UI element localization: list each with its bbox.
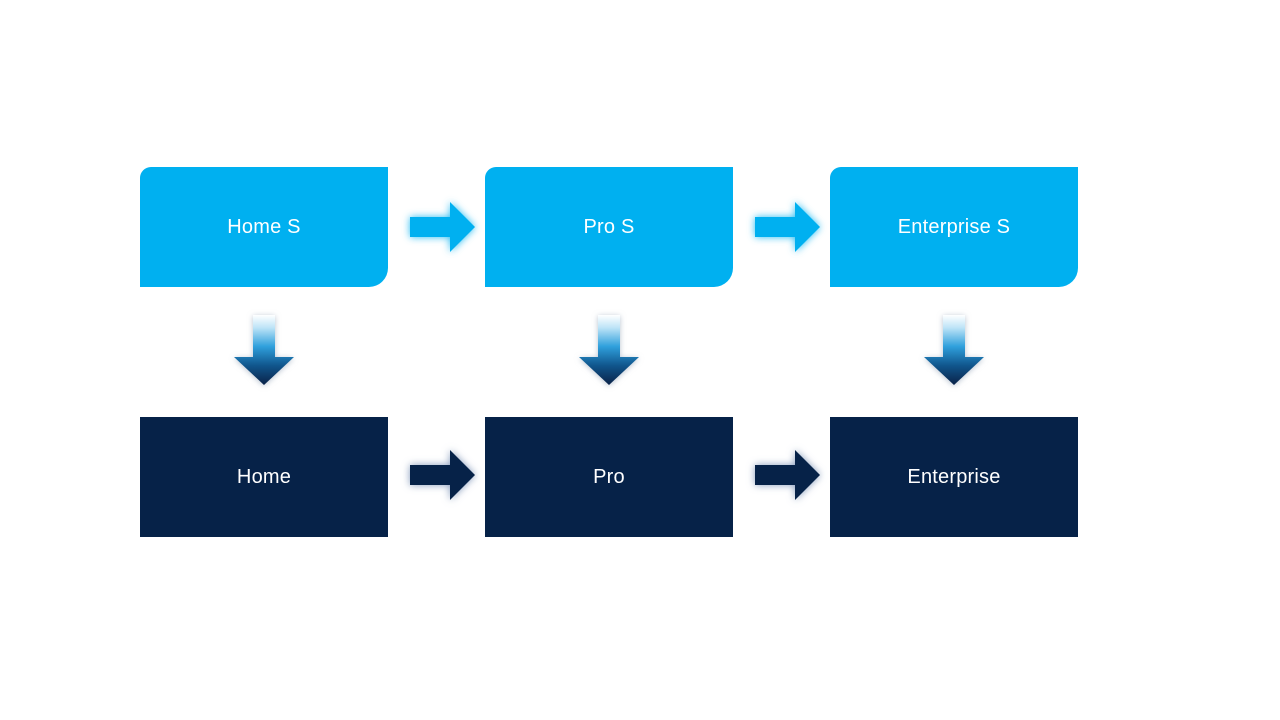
arrow-down-icon	[924, 315, 984, 385]
shape-home-s: Home S	[140, 167, 388, 287]
shape-enterprise-s: Enterprise S	[830, 167, 1078, 287]
shape-enterprise-s-label: Enterprise S	[897, 215, 1011, 238]
shape-pro-label: Pro	[593, 465, 625, 488]
shape-enterprise-label: Enterprise	[907, 465, 1001, 488]
shape-home: Home	[140, 417, 388, 537]
shape-pro-s-label: Pro S	[583, 215, 635, 238]
arrow-down-icon	[234, 315, 294, 385]
arrow-right-icon	[410, 202, 475, 252]
shape-enterprise: Enterprise	[830, 417, 1078, 537]
shape-pro: Pro	[485, 417, 733, 537]
shape-pro-s: Pro S	[485, 167, 733, 287]
arrow-down-icon	[579, 315, 639, 385]
arrow-right-icon	[755, 202, 820, 252]
shape-home-label: Home	[236, 465, 292, 488]
arrow-right-icon	[755, 450, 820, 500]
shape-home-s-label: Home S	[227, 215, 301, 238]
arrow-right-icon	[410, 450, 475, 500]
